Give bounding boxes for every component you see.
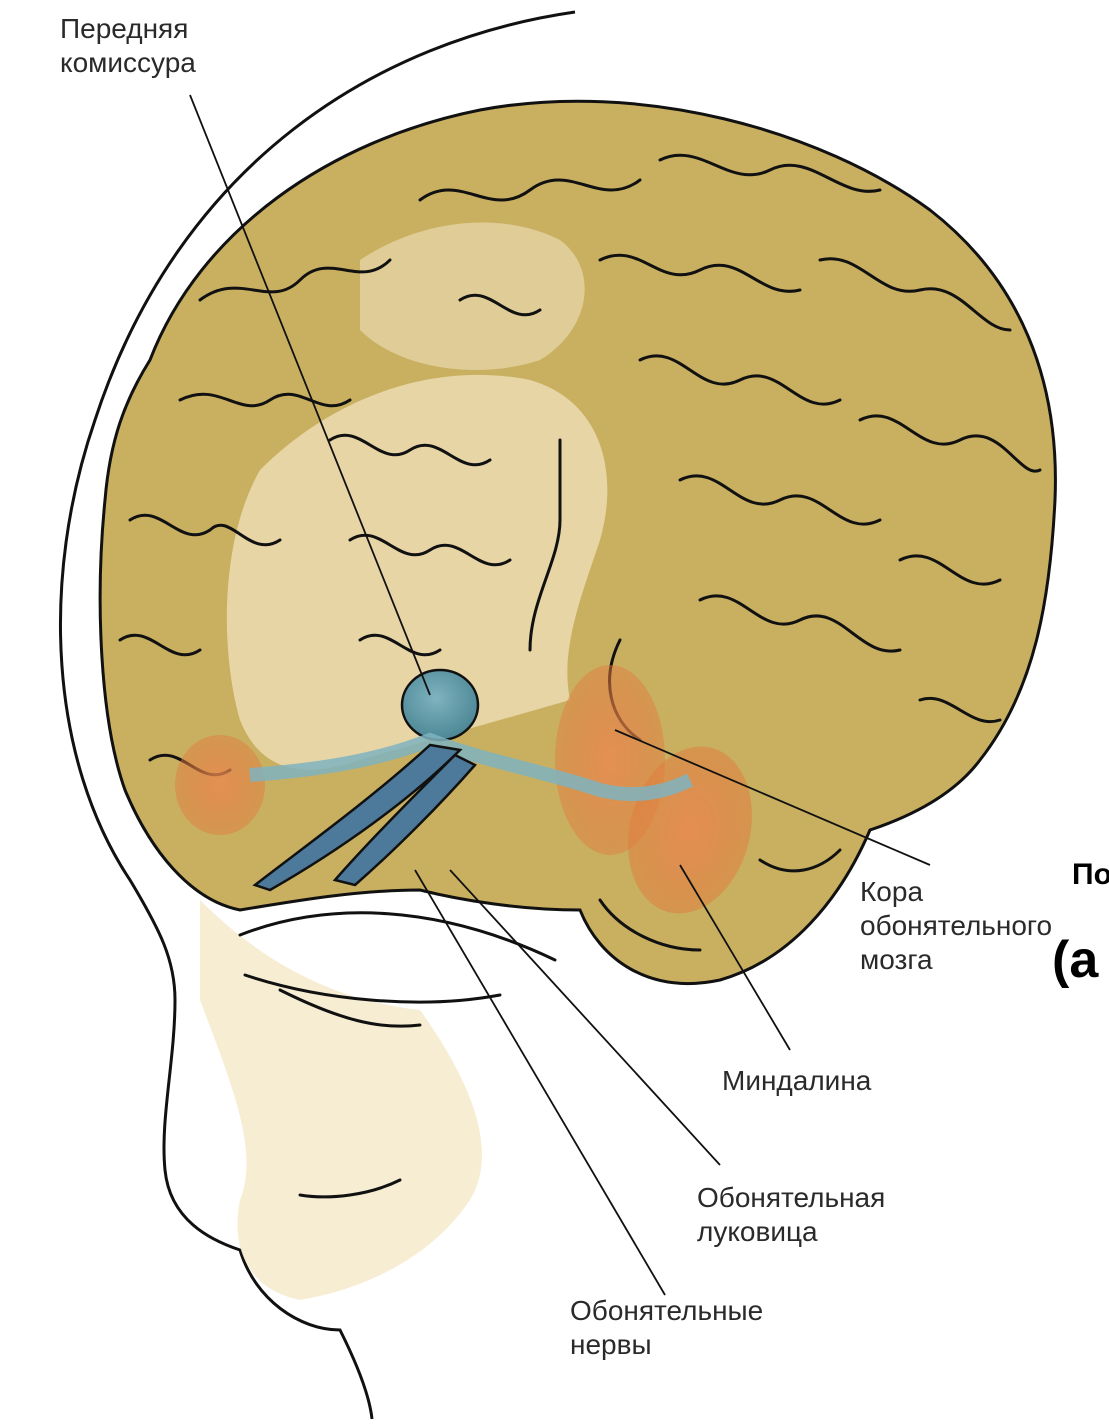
frontal-orange-region [175, 735, 265, 835]
label-olfactory-bulb: Обонятельная луковица [697, 1181, 885, 1249]
anterior-commissure-region [402, 670, 478, 740]
label-amygdala: Миндалина [722, 1064, 871, 1098]
overlay-subtitle-fragment: (а [1052, 930, 1098, 990]
face-skin [200, 900, 482, 1300]
label-anterior-commissure: Передняя комиссура [60, 12, 196, 80]
overlay-title-fragment: По [1072, 858, 1109, 892]
label-olfactory-nerves: Обонятельные нервы [570, 1294, 763, 1362]
